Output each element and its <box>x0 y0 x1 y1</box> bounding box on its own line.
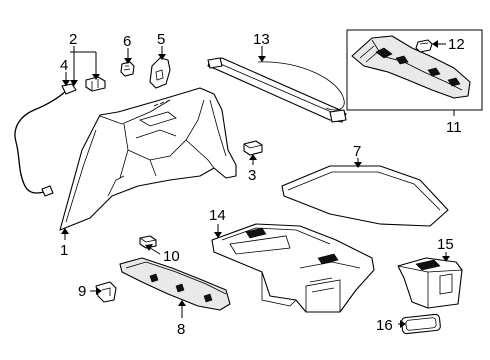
callout-7: 7 <box>353 143 361 160</box>
callout-8: 8 <box>177 321 185 338</box>
callout-6: 6 <box>123 33 131 50</box>
part-12-clip <box>415 39 433 53</box>
callout-12: 12 <box>448 36 465 53</box>
part-7-load-floor <box>281 165 449 227</box>
part-6-clip <box>120 61 135 77</box>
leader-lines <box>61 40 455 328</box>
callout-16: 16 <box>376 317 393 334</box>
callout-13: 13 <box>253 31 270 48</box>
part-9-bracket <box>95 281 117 303</box>
callout-10: 10 <box>163 248 180 265</box>
callout-5: 5 <box>157 31 165 48</box>
part-1-quarter-trim-panel <box>59 87 237 231</box>
part-4-wire-harness <box>14 83 77 197</box>
callout-15: 15 <box>437 236 454 253</box>
callout-1: 1 <box>60 242 68 259</box>
part-16-pad <box>401 313 441 335</box>
callout-9: 9 <box>78 283 86 300</box>
part-13-cargo-cover <box>207 57 347 123</box>
part-3-clip <box>243 140 263 156</box>
part-11-sill-plate <box>351 35 471 99</box>
part-15-storage-bin <box>397 257 463 309</box>
part-11-group-box <box>346 29 483 111</box>
callout-11: 11 <box>446 119 462 136</box>
callout-14: 14 <box>209 207 226 224</box>
part-5-bracket <box>149 57 171 89</box>
part-8-sill-trim <box>119 257 231 311</box>
part-14-storage-tray <box>211 223 375 313</box>
callout-3: 3 <box>248 167 256 184</box>
callout-2: 2 <box>69 31 77 48</box>
callout-labels: 2 4 6 5 13 12 11 7 3 1 14 10 9 8 15 16 <box>60 31 465 338</box>
callout-4: 4 <box>60 57 68 74</box>
